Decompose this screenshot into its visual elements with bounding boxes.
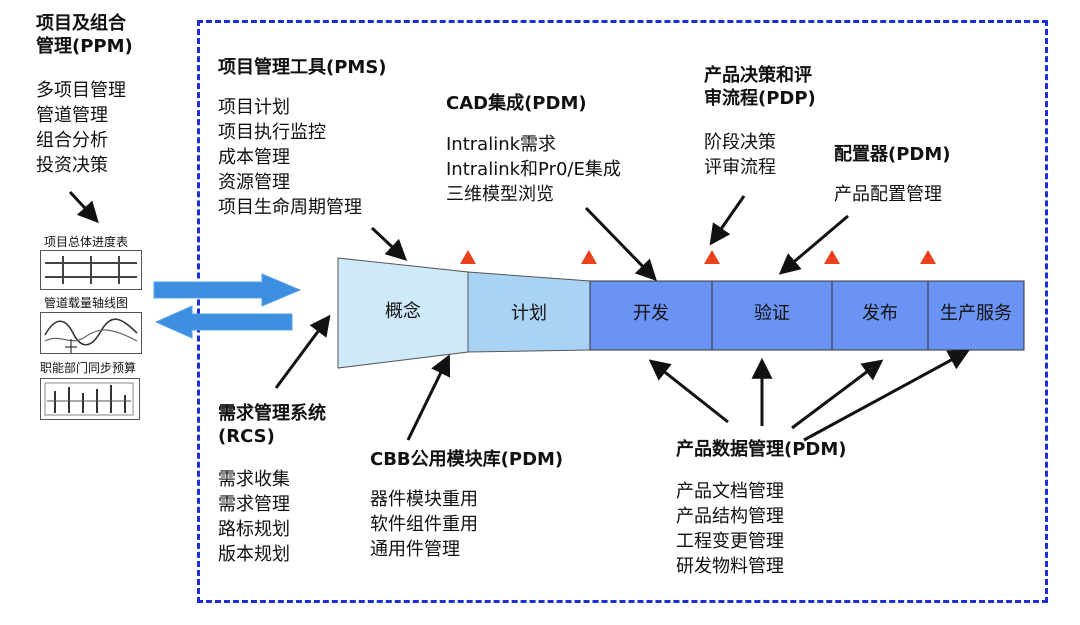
arrow-pdp-to-verify — [709, 195, 746, 246]
pms-item: 项目生命周期管理 — [218, 197, 362, 218]
pms-title: 项目管理工具(PMS) — [218, 57, 387, 78]
arrow-ppm-to-icons — [68, 190, 99, 224]
rcs-title: 需求管理系统 (RCS) — [218, 402, 326, 448]
pdm-item: 产品文档管理 — [676, 481, 784, 502]
cad-items: Intralink需求 Intralink和Pr0/E集成 三维模型浏览 — [446, 132, 621, 207]
arrow-pdm-to-dev — [648, 359, 729, 424]
phase-label-concept: 概念 — [385, 301, 421, 322]
pms-item: 资源管理 — [218, 172, 290, 193]
arrow-config-to-verify — [778, 214, 849, 275]
cbb-title: CBB公用模块库(PDM) — [370, 449, 564, 470]
arrow-cbb-to-plan — [406, 354, 451, 441]
rcs-item: 需求收集 — [218, 469, 290, 490]
configurator-items: 产品配置管理 — [834, 182, 942, 207]
pdp-title-line1: 产品决策和评 — [704, 65, 812, 86]
pipeline-wave-icon — [40, 312, 142, 354]
icon-label-pipeline: 管道载量轴线图 — [44, 296, 129, 310]
phase-label-release: 发布 — [862, 303, 898, 324]
arrow-pdm-to-production — [803, 349, 970, 442]
rcs-item: 需求管理 — [218, 494, 290, 515]
decision-triangle — [824, 250, 840, 264]
rcs-item: 版本规划 — [218, 544, 290, 565]
cbb-item: 通用件管理 — [370, 539, 460, 560]
arrow-pdm-to-release — [791, 359, 884, 430]
arrow-rcs-to-concept — [274, 314, 331, 389]
ppm-items: 多项目管理 管道管理 组合分析 投资决策 — [36, 78, 126, 178]
icon-label-budget: 职能部门同步预算 — [40, 361, 137, 375]
cad-item: Intralink和Pr0/E集成 — [446, 159, 621, 180]
decision-triangle — [920, 250, 936, 264]
budget-bars-icon — [40, 378, 140, 420]
decision-triangle — [581, 250, 597, 264]
pdm-item: 工程变更管理 — [676, 531, 784, 552]
pms-items: 项目计划 项目执行监控 成本管理 资源管理 项目生命周期管理 — [218, 95, 362, 220]
configurator-item: 产品配置管理 — [834, 184, 942, 205]
rcs-title-line1: 需求管理系统 — [218, 403, 326, 424]
dashed-boundary-frame — [197, 20, 1048, 603]
ppm-item: 投资决策 — [36, 155, 108, 176]
pdp-item: 阶段决策 — [704, 132, 776, 153]
cbb-item: 软件组件重用 — [370, 514, 478, 535]
cbb-item: 器件模块重用 — [370, 489, 478, 510]
arrow-cad-to-dev — [584, 206, 657, 282]
cbb-items: 器件模块重用 软件组件重用 通用件管理 — [370, 487, 478, 562]
pms-item: 成本管理 — [218, 147, 290, 168]
ppm-item: 组合分析 — [36, 130, 108, 151]
rcs-items: 需求收集 需求管理 路标规划 版本规划 — [218, 467, 290, 567]
phase-shape-release — [831, 280, 929, 351]
flow-arrow-left — [154, 305, 293, 339]
phase-shape-production — [927, 280, 1025, 351]
ppm-title-line2: 管理(PPM) — [36, 36, 133, 57]
phase-label-production: 生产服务 — [940, 303, 1012, 324]
decision-triangle — [460, 250, 476, 264]
cad-item: Intralink需求 — [446, 134, 557, 155]
cad-title: CAD集成(PDM) — [446, 93, 587, 114]
pdm-item: 产品结构管理 — [676, 506, 784, 527]
phase-label-plan: 计划 — [511, 303, 547, 324]
ppm-item: 多项目管理 — [36, 80, 126, 101]
schedule-chart-icon — [40, 250, 142, 290]
rcs-title-line2: (RCS) — [218, 426, 275, 447]
pms-item: 项目计划 — [218, 97, 290, 118]
phase-label-verify: 验证 — [754, 303, 790, 324]
icon-label-schedule: 项目总体进度表 — [44, 235, 129, 249]
arrow-pms-to-concept — [370, 226, 408, 261]
pdm-item: 研发物料管理 — [676, 556, 784, 577]
pdp-title-line2: 审流程(PDP) — [704, 88, 816, 109]
pdm-title: 产品数据管理(PDM) — [676, 439, 847, 460]
configurator-title: 配置器(PDM) — [834, 144, 951, 165]
pms-item: 项目执行监控 — [218, 122, 326, 143]
decision-triangle — [704, 250, 720, 264]
ppm-title: 项目及组合 管理(PPM) — [36, 12, 133, 58]
cad-item: 三维模型浏览 — [446, 184, 554, 205]
pdm-items: 产品文档管理 产品结构管理 工程变更管理 研发物料管理 — [676, 479, 784, 579]
pdp-item: 评审流程 — [704, 157, 776, 178]
pdp-items: 阶段决策 评审流程 — [704, 130, 776, 180]
ppm-item: 管道管理 — [36, 105, 108, 126]
ppm-title-line1: 项目及组合 — [36, 13, 126, 34]
pdp-title: 产品决策和评 审流程(PDP) — [704, 64, 816, 110]
phase-label-dev: 开发 — [633, 303, 669, 324]
phase-shape-verify — [711, 280, 833, 351]
flow-arrow-right — [153, 273, 302, 307]
phase-shape-dev — [589, 280, 713, 351]
rcs-item: 路标规划 — [218, 519, 290, 540]
